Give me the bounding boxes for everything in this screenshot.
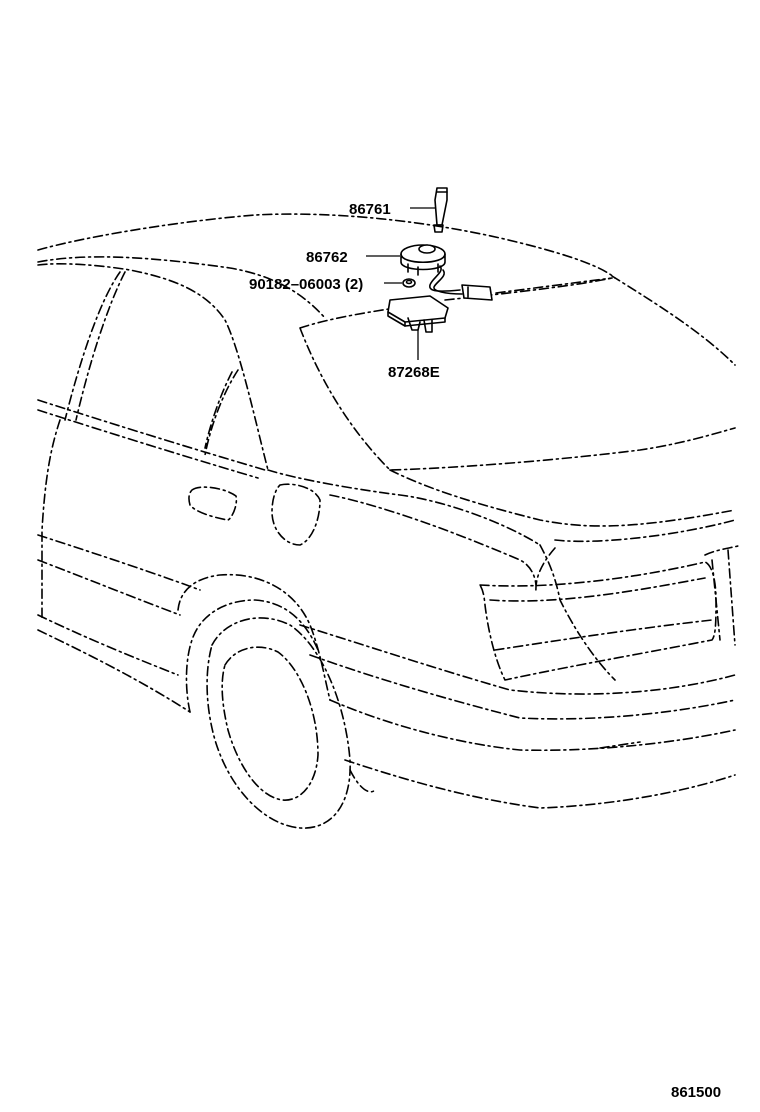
rear-bumper-bottom <box>344 759 736 809</box>
diagram-code: 861500 <box>671 1084 721 1101</box>
nut-part <box>402 278 416 288</box>
bracket-part <box>387 295 449 333</box>
callout-bracket: 87268E <box>388 364 440 381</box>
tire-tread-edge <box>349 769 376 793</box>
leader-lines <box>366 207 435 360</box>
side-window-bottom-2 <box>37 409 259 479</box>
roof-line <box>37 213 616 279</box>
tail-light <box>479 561 717 681</box>
door-front-edge <box>41 419 61 621</box>
quarter-panel-top <box>267 469 541 546</box>
trunk-corner-2 <box>535 547 556 593</box>
antenna-base-part <box>400 244 493 301</box>
antenna-rod-part <box>433 187 448 233</box>
callout-nut: 90182–06003 (2) <box>249 276 363 293</box>
wheel-arch-inner <box>185 599 319 713</box>
bumper-small-line <box>599 741 641 749</box>
fuel-lid <box>271 483 321 546</box>
c-pillar <box>37 263 269 471</box>
rocker-line-2 <box>37 629 191 713</box>
callout-antenna-base: 86762 <box>306 249 348 266</box>
body-side-crease <box>37 534 201 591</box>
rear-window <box>299 277 736 471</box>
rear-bumper-low <box>329 699 736 752</box>
car-outline <box>37 213 739 829</box>
rear-window-top <box>495 277 613 294</box>
tail-light-inner <box>489 577 713 651</box>
trunk-lid-rear <box>554 519 736 543</box>
roof-inner-line <box>37 256 326 319</box>
rear-quarter-glass <box>204 369 239 456</box>
callout-antenna-rod: 86761 <box>349 201 391 218</box>
side-window-frame <box>64 271 126 421</box>
rocker-line <box>37 614 179 676</box>
roof-right-edge <box>611 275 736 366</box>
trunk-lid-edge <box>389 469 736 527</box>
wheel-arch <box>177 573 331 701</box>
body-side-lower <box>37 559 181 616</box>
side-window-bottom <box>37 399 266 471</box>
door-handle <box>188 486 238 521</box>
rear-bumper-top <box>299 624 736 695</box>
license-recess <box>704 545 739 646</box>
tire-outer <box>206 617 351 829</box>
rear-bumper-mid <box>309 654 736 720</box>
trunk-side-line <box>329 494 537 586</box>
tire-inner <box>221 646 319 801</box>
